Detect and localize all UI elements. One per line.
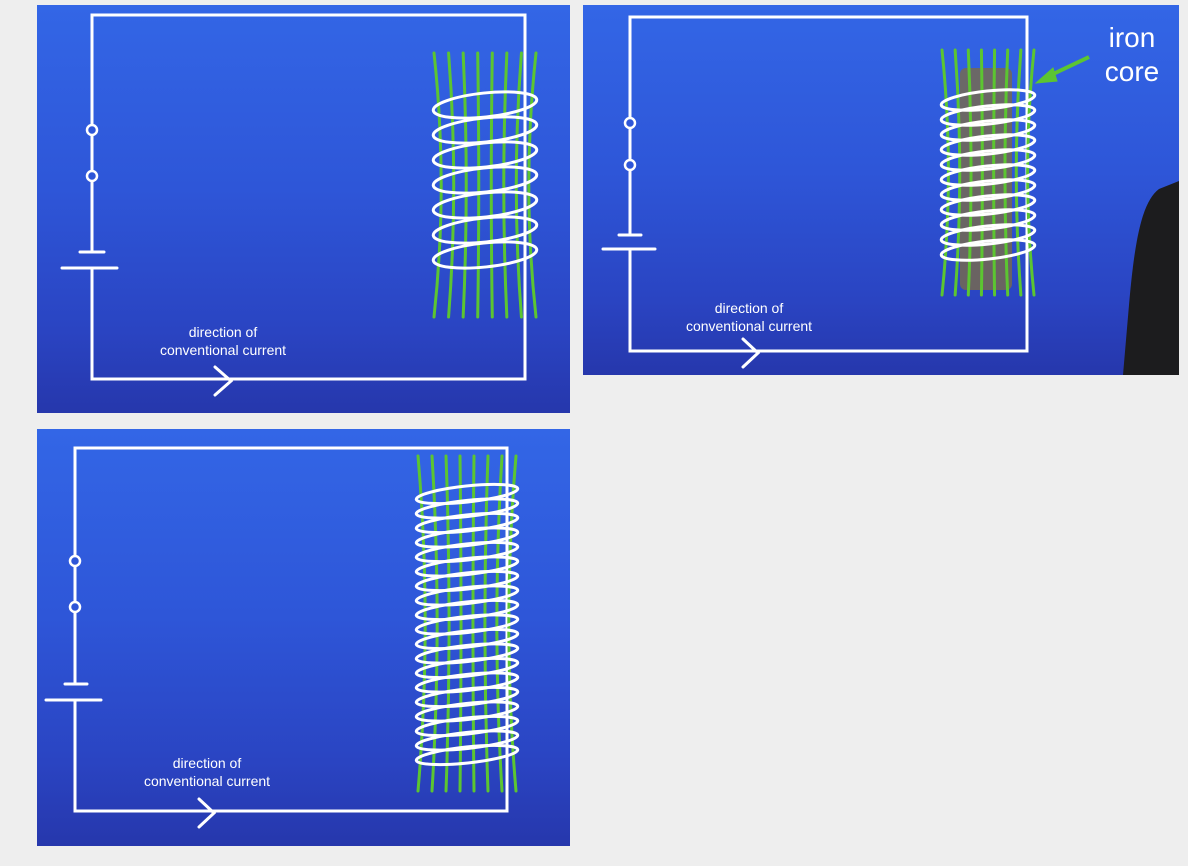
coil-turn xyxy=(414,642,520,665)
magnetic-field-line xyxy=(444,454,451,793)
current-direction-caption: direction of conventional current xyxy=(117,754,297,790)
caption-line-1: direction of xyxy=(714,300,784,316)
caption-line-1: direction of xyxy=(172,755,242,771)
solenoid-coil xyxy=(414,454,520,793)
current-direction-arrow xyxy=(741,337,761,369)
magnetic-field-line xyxy=(1003,48,1010,297)
circuit-diagram-1 xyxy=(60,13,539,397)
circuit-diagram-3 xyxy=(44,446,520,829)
switch-terminal-top xyxy=(85,123,99,137)
solenoid-coil xyxy=(431,51,539,319)
magnetic-field-line xyxy=(476,51,481,319)
magnetic-field-line xyxy=(992,48,997,297)
caption-line-2: conventional current xyxy=(159,342,287,358)
current-direction-arrow xyxy=(213,365,234,397)
coil-turn xyxy=(939,178,1037,202)
coil-turn xyxy=(414,497,520,520)
coil-turn xyxy=(414,714,520,738)
switch-terminal-top xyxy=(68,554,82,568)
iron-core-pointer-arrow xyxy=(1034,55,1090,84)
magnetic-field-line xyxy=(1014,48,1023,297)
current-direction-caption: direction of conventional current xyxy=(133,323,313,359)
coil-turn xyxy=(414,569,520,593)
coil-turn xyxy=(939,88,1037,112)
magnetic-field-line xyxy=(430,454,439,793)
caption-line-1: direction of xyxy=(188,324,258,340)
caption-line-2: conventional current xyxy=(143,773,271,789)
magnetic-field-line xyxy=(1026,48,1036,297)
coil-turn xyxy=(414,627,520,651)
switch-terminal-top xyxy=(623,116,637,130)
circuit-panel-1: direction of conventional current xyxy=(37,5,570,413)
magnetic-field-line xyxy=(432,51,443,319)
iron-core-label-line-2: core xyxy=(1104,56,1160,87)
coil-turn xyxy=(414,700,520,723)
coil-turn xyxy=(414,729,520,752)
magnetic-field-line xyxy=(502,51,509,319)
coil-turn xyxy=(939,223,1037,247)
coil-turn xyxy=(939,193,1037,217)
switch-terminal-bottom xyxy=(623,158,637,172)
coil-turn xyxy=(414,482,520,506)
coil-turn xyxy=(431,240,539,270)
switch-terminal-bottom xyxy=(85,169,99,183)
coil-turn xyxy=(414,540,520,564)
circuit-diagram-2 xyxy=(601,15,1179,375)
circuit-panel-3: direction of conventional current xyxy=(37,429,570,846)
magnetic-field-line xyxy=(471,454,476,793)
coil-turn xyxy=(414,671,520,694)
coil-turn xyxy=(414,511,520,535)
coil-turn xyxy=(939,148,1037,172)
coil-turn xyxy=(414,555,520,578)
coil-turn xyxy=(939,163,1037,187)
coil-turn xyxy=(939,103,1037,127)
magnetic-field-line xyxy=(483,454,490,793)
current-direction-caption: direction of conventional current xyxy=(669,299,829,335)
coil-turn xyxy=(939,118,1037,142)
coil-turn xyxy=(414,743,520,767)
solenoid-coil xyxy=(939,48,1037,297)
magnetic-field-line xyxy=(940,48,950,297)
coil-turn xyxy=(414,613,520,636)
switch-terminal-bottom xyxy=(68,600,82,614)
coil-turn xyxy=(414,584,520,607)
coil-turn xyxy=(414,685,520,709)
magnetic-field-line xyxy=(461,51,468,319)
circuit-wire xyxy=(90,13,527,381)
circuit-panel-2: iron core direction of conventional curr… xyxy=(583,5,1179,375)
coil-turn xyxy=(414,598,520,622)
coil-turn xyxy=(414,526,520,549)
magnetic-field-line xyxy=(495,454,504,793)
presenter-silhouette xyxy=(1123,181,1179,375)
iron-core-label: iron core xyxy=(1097,21,1167,89)
coil-turn xyxy=(414,656,520,680)
magnetic-field-line xyxy=(458,454,463,793)
magnetic-field-line xyxy=(489,51,494,319)
magnetic-field-line xyxy=(527,51,538,319)
iron-core-label-line-1: iron xyxy=(1108,22,1156,53)
current-direction-arrow xyxy=(197,797,217,829)
magnetic-field-line xyxy=(447,51,456,319)
caption-line-2: conventional current xyxy=(685,318,813,334)
coil-turn xyxy=(939,133,1037,157)
coil-turn xyxy=(939,238,1037,262)
coil-turn xyxy=(939,208,1037,232)
magnetic-field-line xyxy=(979,48,984,297)
magnetic-field-line xyxy=(953,48,962,297)
magnetic-field-line xyxy=(966,48,973,297)
